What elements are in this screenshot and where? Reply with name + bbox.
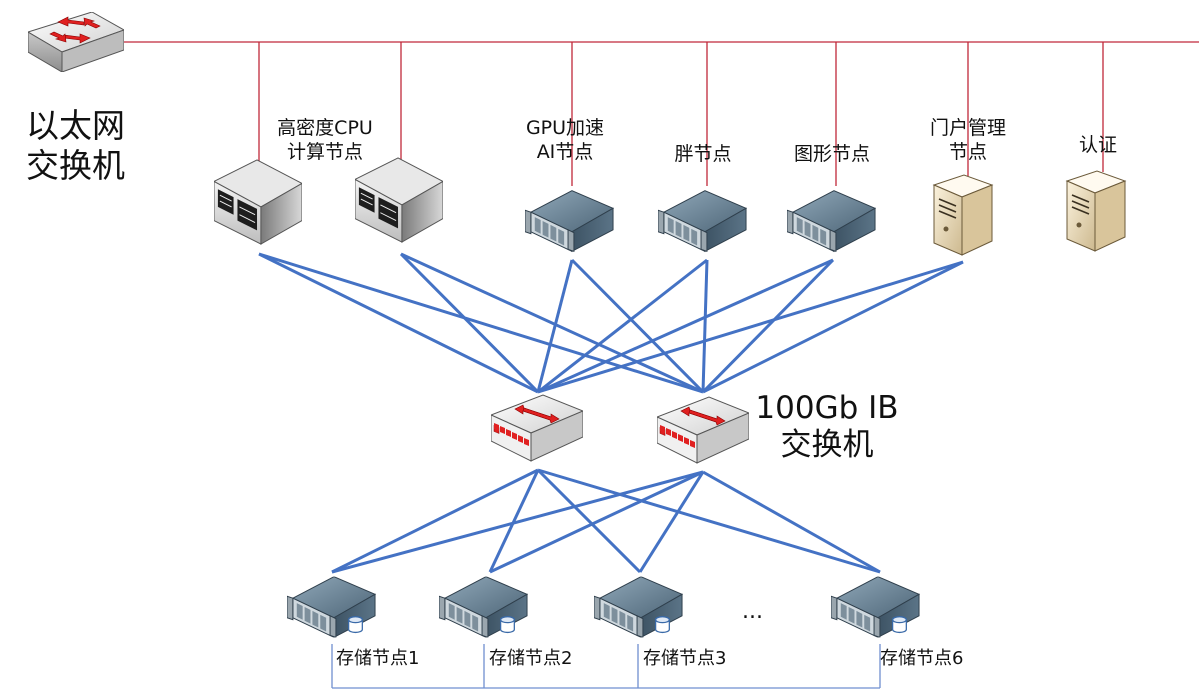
cpu-node-2-icon [355,157,443,243]
portal-node-label: 门户管理 节点 [929,117,1006,163]
graphics-node-label: 图形节点 [793,143,870,165]
ib-uplink [537,260,964,394]
ib-storage-link [536,468,642,574]
ellipsis-more-storage: ... [742,599,763,624]
storage-node-2-icon [439,577,527,638]
cpu-node-1-icon [214,159,302,245]
storage-node-3-label: 存储节点3 [643,648,727,669]
gpu-ai-node-icon [525,190,614,252]
ib-uplink [258,252,539,394]
ib-switch-1-icon [491,394,583,462]
infiniband-links [258,252,964,574]
ethernet-switch-icon [28,12,124,72]
ib-storage-link [638,471,705,573]
ib-uplink [537,258,708,394]
storage-bus-links [331,644,881,689]
ib-uplink [400,252,704,394]
fat-node-icon [658,190,747,252]
ethernet-switch-label: 以太网 交换机 [26,106,125,185]
storage-node-1-icon [287,577,375,638]
storage-node-6-label: 存储节点6 [880,648,964,669]
ib-uplink [399,252,540,394]
portal-management-node-icon [933,174,993,256]
fat-node-label: 胖节点 [674,143,732,165]
ib-uplink [258,252,704,394]
ib-switch-label: 100Gb IB 交换机 [755,390,899,464]
storage-node-6-icon [831,577,919,638]
ib-uplink [701,258,835,394]
ib-uplink [570,258,705,394]
gpu-ai-node-label: GPU加速 AI节点 [525,117,605,163]
ib-storage-link [331,470,704,574]
ib-uplink [702,260,964,394]
ib-uplink [701,259,709,393]
ib-storage-link [488,469,540,573]
cpu-node-label: 高密度CPU 计算节点 [277,117,373,163]
graphics-node-icon [787,190,876,252]
ib-storage-link [489,470,704,574]
storage-node-1-label: 存储节点1 [336,648,420,669]
ib-storage-link [702,470,881,574]
auth-node-label: 认证 [1078,134,1117,156]
ib-switch-2-icon [657,396,749,464]
storage-node-2-label: 存储节点2 [489,648,573,669]
ib-uplink [537,258,834,394]
ethernet-links [122,41,1199,186]
ib-storage-link [537,468,881,574]
auth-node-icon [1066,170,1126,252]
ib-storage-link [331,468,539,574]
storage-node-3-icon [594,577,682,638]
ib-uplink [536,259,574,393]
